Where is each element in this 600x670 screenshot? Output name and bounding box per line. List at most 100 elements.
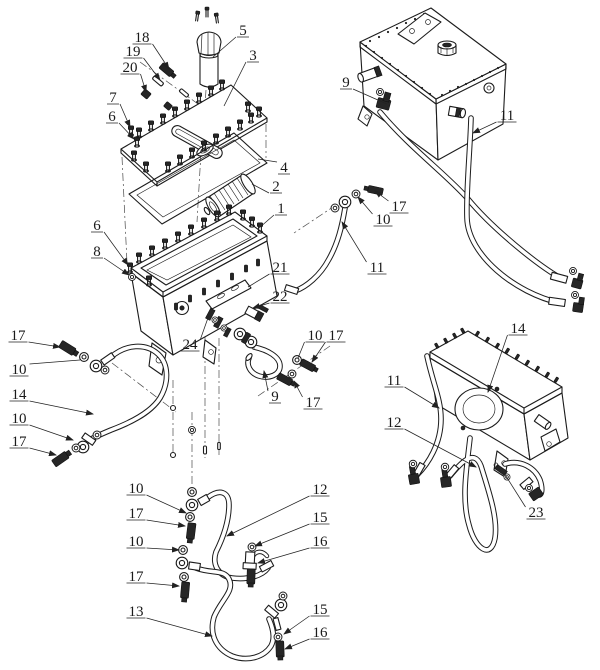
callout-10-20: 10 — [357, 196, 393, 228]
banjo-bolt — [185, 522, 197, 544]
callout-10-29: 10 — [126, 481, 187, 514]
callout-number: 7 — [109, 90, 117, 106]
banjo-bolt — [299, 358, 319, 373]
washer — [525, 484, 533, 492]
banjo-bolt — [51, 449, 73, 467]
callout-15-37: 15 — [283, 602, 330, 635]
banjo-eye — [274, 598, 288, 612]
callout-9-15: 9 — [262, 370, 281, 405]
washer — [79, 352, 89, 362]
hose-crimp — [283, 284, 300, 295]
hose-crimp — [197, 493, 211, 507]
callout-leader-line — [352, 88, 388, 105]
left-port — [357, 65, 383, 83]
washer — [188, 426, 196, 434]
callout-number: 18 — [135, 30, 150, 46]
flange-washer-8 — [128, 273, 136, 281]
callout-number: 10 — [12, 411, 27, 427]
callout-number: 2 — [272, 179, 280, 195]
callout-number: 17 — [129, 569, 145, 585]
washer — [179, 572, 189, 582]
callout-leader-line — [29, 424, 74, 441]
callout-2-8: 2 — [251, 179, 282, 195]
callout-10-31: 10 — [126, 534, 180, 553]
washer — [273, 632, 283, 642]
callout-leader-line — [146, 546, 180, 553]
callout-number: 23 — [529, 505, 544, 521]
hose-crimp — [188, 561, 201, 571]
washer — [185, 512, 195, 522]
callout-20-2: 20 — [120, 60, 147, 93]
callout-16-38: 16 — [284, 625, 330, 650]
callout-leader-line — [146, 582, 180, 589]
callout-number: 19 — [126, 44, 141, 60]
exploded-tank-view — [120, 6, 331, 496]
filler-cap — [196, 31, 222, 88]
hose-end-elbow — [408, 465, 420, 485]
callout-number: 16 — [313, 534, 329, 550]
tank-hose — [464, 115, 563, 306]
callout-number: 5 — [239, 23, 247, 39]
callout-leader-line — [258, 214, 275, 229]
assembled-tank-top-view — [357, 7, 585, 313]
callout-22-13: 22 — [252, 289, 290, 309]
washer — [408, 459, 418, 469]
washer — [187, 487, 197, 497]
callout-17-17: 17 — [311, 328, 346, 363]
callout-number: 9 — [342, 75, 350, 91]
callout-23-42: 23 — [503, 472, 546, 521]
callout-11-40: 11 — [384, 373, 440, 409]
hose-crimp — [100, 352, 116, 366]
callout-leader-line — [140, 73, 147, 93]
callout-leader-line — [146, 519, 186, 528]
hose-12-run — [447, 435, 499, 553]
callout-number: 15 — [313, 602, 328, 618]
left-return-hose-assembly — [51, 340, 177, 467]
callout-number: 17 — [129, 506, 145, 522]
hose-13 — [193, 565, 277, 662]
callout-leader-line — [262, 370, 269, 392]
callout-leader-line — [404, 386, 440, 409]
callout-17-28: 17 — [9, 434, 57, 457]
callout-number: 14 — [12, 387, 28, 403]
banjo-bolt — [363, 185, 384, 196]
breather-cap — [437, 40, 457, 57]
callout-number: 13 — [129, 604, 144, 620]
callout-leader-line — [257, 547, 310, 564]
callout-17-24: 17 — [8, 328, 61, 349]
callout-4-7: 4 — [257, 158, 290, 176]
callout-leader-line — [212, 36, 237, 58]
callout-number: 10 — [12, 362, 27, 378]
hose-crimp — [264, 604, 280, 619]
callout-number: 15 — [313, 510, 328, 526]
callout-10-27: 10 — [9, 411, 74, 441]
callout-leader-line — [29, 359, 81, 365]
callout-17-30: 17 — [126, 506, 186, 528]
callout-number: 4 — [280, 160, 288, 176]
callout-leader-line — [252, 302, 270, 309]
callout-12-33: 12 — [226, 482, 330, 537]
callout-leader-line — [283, 615, 310, 635]
callout-leader-line — [146, 494, 187, 514]
callout-number: 17 — [329, 328, 345, 344]
hose — [85, 343, 170, 444]
cap-bolt — [194, 10, 201, 22]
washer — [569, 267, 577, 275]
hose-end-elbow — [571, 272, 585, 290]
callout-number: 14 — [511, 321, 527, 337]
callout-leader-line — [284, 638, 310, 650]
callout-leader-line — [297, 341, 305, 359]
callout-19-1: 19 — [123, 44, 161, 81]
callout-leader-line — [293, 380, 303, 398]
callout-leader-line — [103, 257, 130, 276]
callout-7-3: 7 — [107, 90, 131, 128]
callout-number: 11 — [500, 108, 514, 124]
elbow-connector — [233, 327, 283, 380]
banjo-eye — [185, 498, 199, 512]
callout-11-21: 11 — [341, 221, 387, 276]
washer — [376, 88, 384, 96]
washer — [571, 291, 579, 299]
callout-number: 8 — [93, 244, 101, 260]
cover-bolt-18 — [158, 62, 177, 79]
pump-mount-circle — [454, 386, 504, 431]
